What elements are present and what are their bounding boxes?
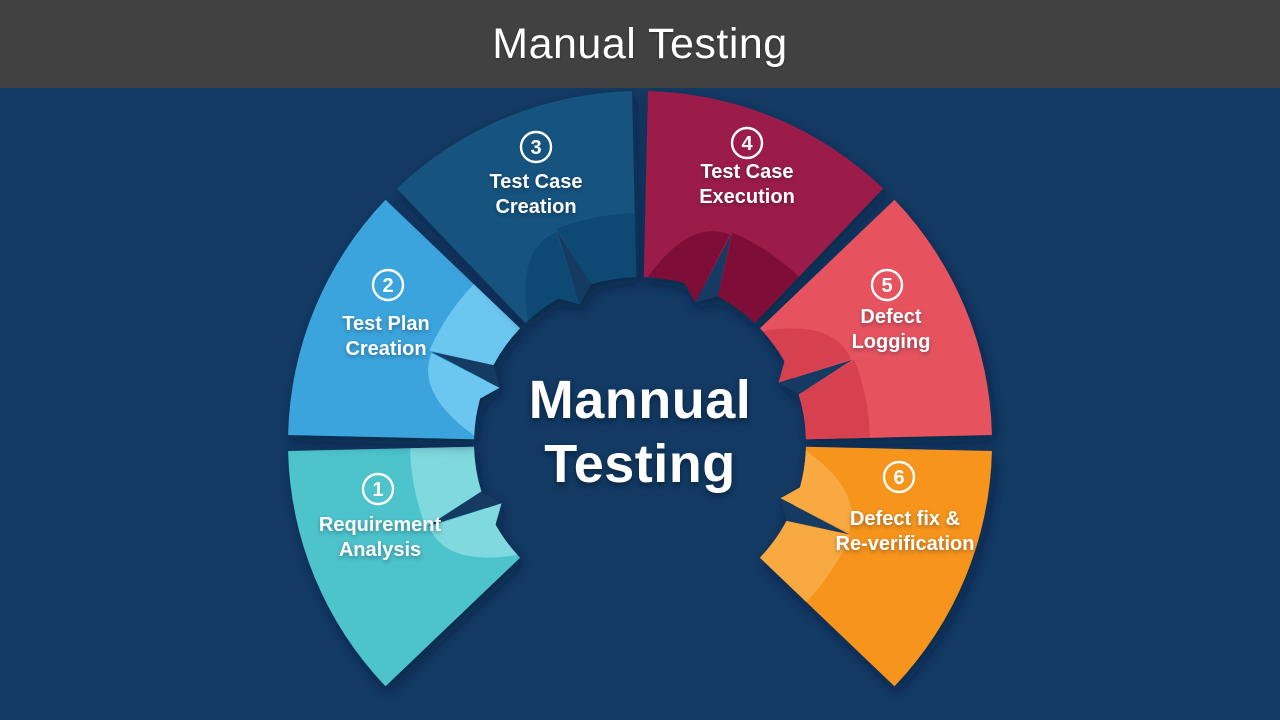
segment-test-case-creation — [396, 91, 637, 323]
segment-label-line: Test Case — [489, 171, 582, 193]
segment-label-line: Defect — [860, 306, 921, 328]
segment-notch — [695, 234, 732, 303]
step-number: 2 — [382, 275, 393, 297]
segment-label-line: Requirement — [319, 514, 442, 536]
segment-notch — [556, 230, 592, 305]
segment-label-line: Creation — [345, 338, 426, 360]
step-number: 4 — [741, 133, 753, 155]
step-number: 6 — [893, 467, 904, 489]
segment-label-line: Creation — [495, 196, 576, 218]
center-title-line2: Testing — [544, 434, 736, 494]
segment-band-tail — [525, 232, 580, 321]
center-title-line1: Mannual — [528, 370, 752, 430]
segment-band-tail — [428, 353, 500, 436]
segment-test-plan-creation — [288, 199, 520, 440]
segment-label-line: Test Case — [700, 161, 793, 183]
segment-band-tail — [762, 328, 851, 383]
segment-label-line: Re-verification — [836, 533, 975, 555]
segment-label-line: Defect fix & — [850, 508, 960, 530]
segment-band-tail — [429, 503, 518, 558]
segment-band — [798, 359, 870, 440]
segment-band — [760, 520, 851, 602]
step-number-ring — [882, 460, 916, 494]
step-number-ring — [371, 268, 405, 302]
step-number-ring — [519, 130, 553, 164]
segment-notch — [431, 351, 500, 388]
segment-label-line: Execution — [699, 186, 795, 208]
segment-band — [410, 446, 482, 527]
segment-notch — [427, 491, 502, 527]
step-number: 5 — [881, 275, 892, 297]
segment-requirement-analysis — [288, 446, 520, 687]
page-title: Manual Testing — [492, 19, 788, 68]
step-number-ring — [730, 126, 764, 160]
segment-defect-fix-re-verification — [760, 446, 992, 687]
header-bar: Manual Testing — [0, 0, 1280, 88]
segment-band-tail — [780, 450, 852, 533]
segment-band-tail — [647, 231, 730, 303]
segment-band — [556, 213, 637, 285]
step-number-ring — [361, 472, 395, 506]
segment-band — [717, 232, 799, 323]
segment-test-case-execution — [643, 91, 884, 323]
step-number-ring — [870, 268, 904, 302]
step-number: 3 — [530, 137, 541, 159]
segment-notch — [778, 359, 853, 395]
segment-notch — [780, 498, 849, 535]
step-number: 1 — [372, 479, 383, 501]
segment-defect-logging — [760, 199, 992, 440]
segment-label-line: Test Plan — [342, 313, 429, 335]
segment-band — [429, 284, 520, 366]
segment-label-line: Logging — [852, 331, 931, 353]
segment-label-line: Analysis — [339, 539, 421, 561]
